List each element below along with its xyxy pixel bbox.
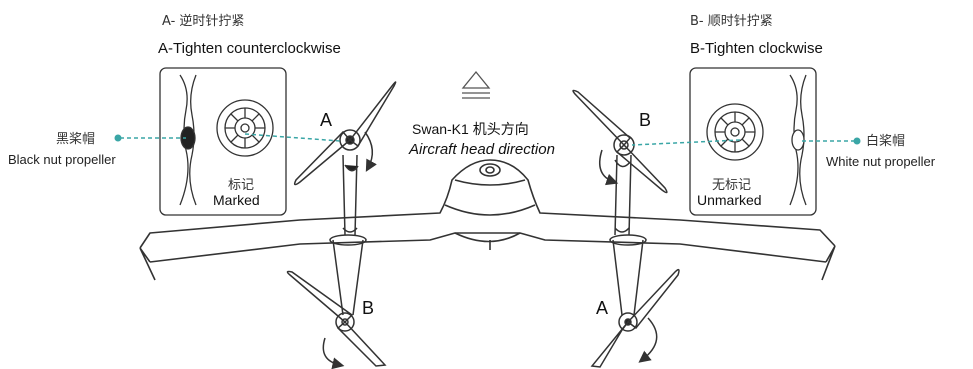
leader-lines xyxy=(120,133,855,146)
left-side-label-cn: 黑桨帽 xyxy=(56,132,96,147)
right-side-label-cn: 白桨帽 xyxy=(866,134,906,149)
motor-label-rear-right: A xyxy=(596,298,609,318)
left-inset-label-cn: 标记 xyxy=(228,178,255,193)
leader-dot-left xyxy=(114,134,122,142)
left-title-en: A-Tighten counterclockwise xyxy=(158,40,341,57)
head-direction-icon xyxy=(461,70,491,99)
direction-label-en: Aircraft head direction xyxy=(409,141,555,158)
motor-label-rear-left: B xyxy=(362,298,375,318)
leader-dot-right xyxy=(853,137,861,145)
left-side-label-en: Black nut propeller xyxy=(8,152,116,167)
motor-label-front-left: A xyxy=(320,110,333,130)
left-title-cn: A- 逆时针拧紧 xyxy=(162,14,245,29)
motor-rear-left xyxy=(286,234,387,369)
right-side-label-en: White nut propeller xyxy=(826,154,936,169)
right-title-cn: B- 顺时针拧紧 xyxy=(690,14,773,29)
right-inset-label-en: Unmarked xyxy=(697,192,762,208)
motor-label-front-right: B xyxy=(639,110,652,130)
left-inset xyxy=(159,67,287,216)
direction-label-cn: Swan-K1 机头方向 xyxy=(412,121,529,137)
motor-rear-right xyxy=(590,234,680,368)
drone-body xyxy=(139,159,836,281)
motor-front-left xyxy=(293,81,397,236)
right-title-en: B-Tighten clockwise xyxy=(690,40,823,57)
right-inset-label-cn: 无标记 xyxy=(712,178,752,193)
left-inset-label-en: Marked xyxy=(213,192,260,208)
motor-front-right xyxy=(572,89,668,236)
